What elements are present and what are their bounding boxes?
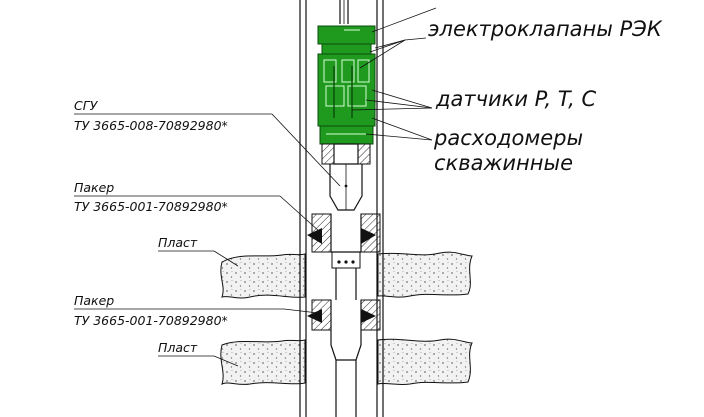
packer2-name-label: Пакер bbox=[74, 293, 114, 308]
perforated-section-1 bbox=[331, 251, 361, 300]
leader-lines bbox=[74, 7, 437, 367]
packer-icon bbox=[307, 299, 381, 331]
flowmeters-label: расходомеры bbox=[433, 126, 583, 150]
formation-layer-2 bbox=[220, 339, 306, 385]
packer1-spec-label: ТУ 3665-001-70892980* bbox=[74, 199, 228, 214]
packer1-name-label: Пакер bbox=[74, 180, 114, 195]
flowmeters-label-2: скважинные bbox=[434, 151, 573, 175]
sensor-icon bbox=[317, 53, 376, 127]
packer-icon bbox=[307, 213, 381, 253]
sensors-label: датчики P, T, C bbox=[435, 87, 596, 111]
coupling bbox=[321, 143, 371, 165]
sgu-spec-label: ТУ 3665-008-70892980* bbox=[74, 118, 228, 133]
sgu-body bbox=[329, 164, 363, 211]
packer2-spec-label: ТУ 3665-001-70892980* bbox=[74, 313, 228, 328]
cable bbox=[339, 0, 349, 24]
formation-layer-1 bbox=[220, 253, 306, 299]
formation-layer-1-right bbox=[377, 251, 473, 298]
valves-label: электроклапаны РЭК bbox=[428, 17, 663, 41]
sgu-name-label: СГУ bbox=[74, 98, 99, 113]
formation-layer-2-right bbox=[377, 338, 473, 386]
layer2-label: Пласт bbox=[158, 340, 198, 355]
casing bbox=[299, 0, 384, 417]
flowmeter-icon bbox=[319, 125, 374, 145]
valve-icon bbox=[317, 25, 376, 55]
layer1-label: Пласт bbox=[158, 235, 198, 250]
tail-pipe bbox=[330, 330, 362, 417]
